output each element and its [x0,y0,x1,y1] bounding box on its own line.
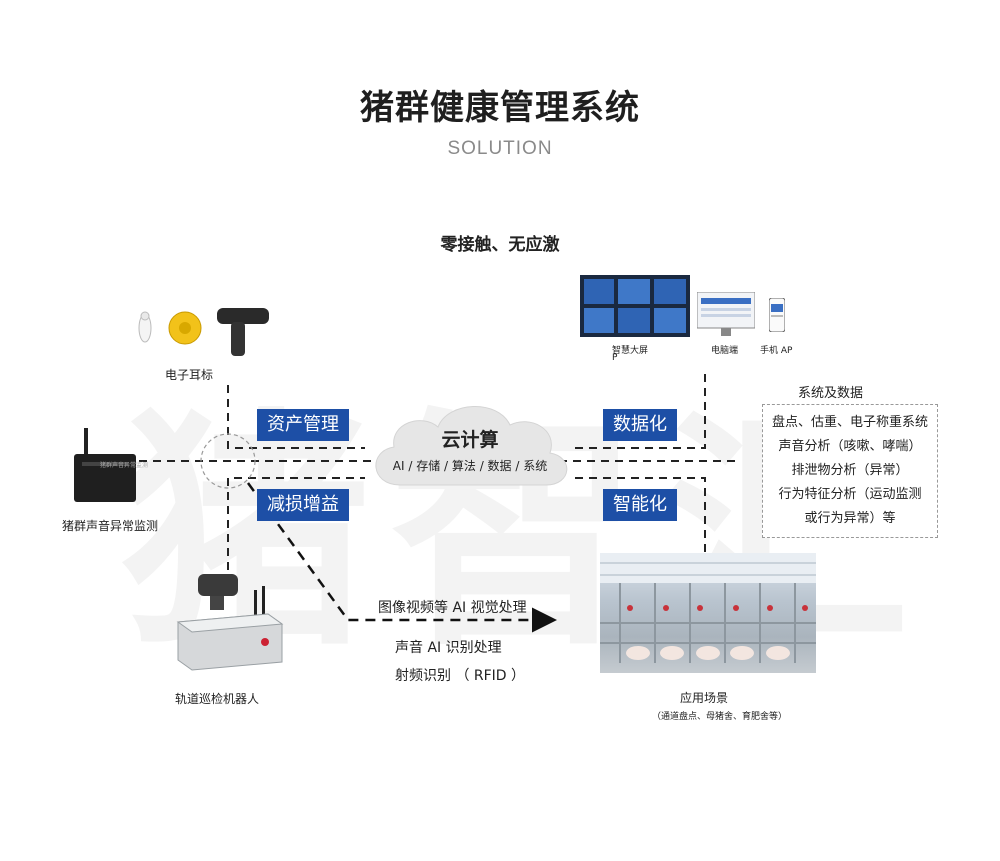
cloud-title: 云计算 [441,429,499,451]
scene-note: （通道盘点、母猪舍、育肥舍等） [652,712,788,722]
junction-circle [200,433,256,489]
processing-vision: 图像视频等 AI 视觉处理 [378,600,527,616]
big-screen-extra: P [612,353,618,363]
system-item: 排泄物分析（异常） [791,463,909,478]
mobile-icon [769,298,785,332]
barn-scene-image [600,553,816,673]
processing-rfid: 射频识别 （ RFID ） [395,668,526,684]
system-item: 声音分析（咳嗽、哮喘） [778,439,922,454]
sound-monitor-caption: 猪群声音异常监测 [62,519,159,533]
ear-tag-icon [138,308,269,356]
system-item: 或行为异常）等 [804,511,896,526]
scene-caption: 应用场景 [680,691,729,705]
systems-title: 系统及数据 [798,386,864,401]
device-plate-text: 猪群声音异常监测 [100,462,149,469]
page-subtitle: SOLUTION [447,138,553,159]
robot-icon [176,574,284,671]
robot-caption: 轨道巡检机器人 [175,692,260,706]
robot-connector [227,477,365,570]
label-loss-reduction: 减损增益 [257,489,349,521]
ear-tag-caption: 电子耳标 [165,368,214,382]
pc-caption: 电脑端 [711,346,739,356]
system-item: 行为特征分析（运动监测 [778,487,922,502]
label-intelligence: 智能化 [603,489,677,521]
ear-tag-connector [227,385,365,449]
big-screen-icon [580,275,690,337]
label-digitization: 数据化 [603,409,677,441]
tagline: 零接触、无应激 [440,235,560,255]
page-title: 猪群健康管理系统 [360,88,640,128]
processing-audio: 声音 AI 识别处理 [395,640,502,656]
system-item: 盘点、估重、电子称重系统 [771,415,928,430]
label-asset-management: 资产管理 [257,409,349,441]
processing-arrow [246,482,557,633]
mobile-caption: 手机 AP [760,346,793,356]
scene-connector [575,477,706,552]
cloud-icon [375,406,568,486]
big-screen-caption: 智慧大屏 [612,346,649,356]
cloud-subtitle: AI / 存储 / 算法 / 数据 / 系统 [392,459,548,473]
pc-icon [697,292,755,336]
router-icon [74,428,136,502]
terminal-connector [575,370,706,449]
systems-box: 盘点、估重、电子称重系统 声音分析（咳嗽、哮喘） 排泄物分析（异常） 行为特征分… [762,404,938,538]
